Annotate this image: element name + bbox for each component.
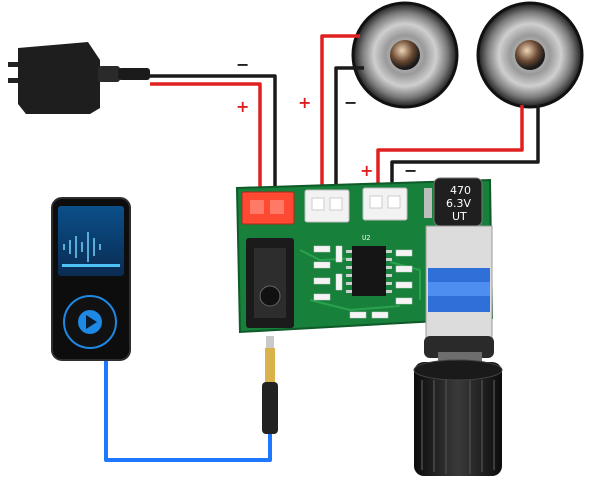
smd-components — [313, 245, 413, 319]
power-plus-label: + — [236, 97, 249, 116]
audio-cable — [104, 360, 272, 462]
music-player — [51, 197, 131, 361]
play-icon — [86, 315, 97, 329]
audio-jack — [246, 238, 294, 328]
volume-knob — [413, 336, 503, 476]
right-speaker-wire-positive — [376, 105, 524, 192]
power-minus-label: − — [236, 55, 249, 74]
capacitor: 470 6.3V UT — [424, 177, 483, 227]
power-connector — [241, 191, 295, 225]
polarity-labels: − + + − + − — [236, 55, 417, 180]
power-wire-positive — [150, 82, 262, 192]
speaker-left — [351, 1, 459, 109]
left-plus-label: + — [298, 93, 311, 112]
left-speaker-wire-positive — [320, 34, 360, 192]
amplifier-board: 470 6.3V UT U2 — [235, 177, 494, 339]
power-wire-negative — [150, 74, 277, 192]
wires — [104, 34, 540, 462]
left-speaker-wire-negative — [334, 66, 364, 192]
capacitor-voltage-text: 6.3V — [446, 197, 471, 210]
capacitor-value-text: 470 — [450, 184, 471, 197]
audio-plug — [262, 336, 278, 434]
right-speaker-wire-negative — [390, 105, 540, 192]
right-plus-label: + — [360, 161, 373, 180]
left-minus-label: − — [344, 93, 357, 112]
right-minus-label: − — [404, 161, 417, 180]
speaker-right — [476, 1, 584, 109]
ic-silkscreen-label: U2 — [362, 234, 370, 242]
volume-potentiometer — [425, 225, 493, 339]
player-waveform — [63, 232, 101, 262]
capacitor-brand-text: UT — [452, 210, 467, 223]
amplifier-ic: U2 — [346, 234, 392, 296]
usb-power-adapter — [8, 42, 150, 114]
